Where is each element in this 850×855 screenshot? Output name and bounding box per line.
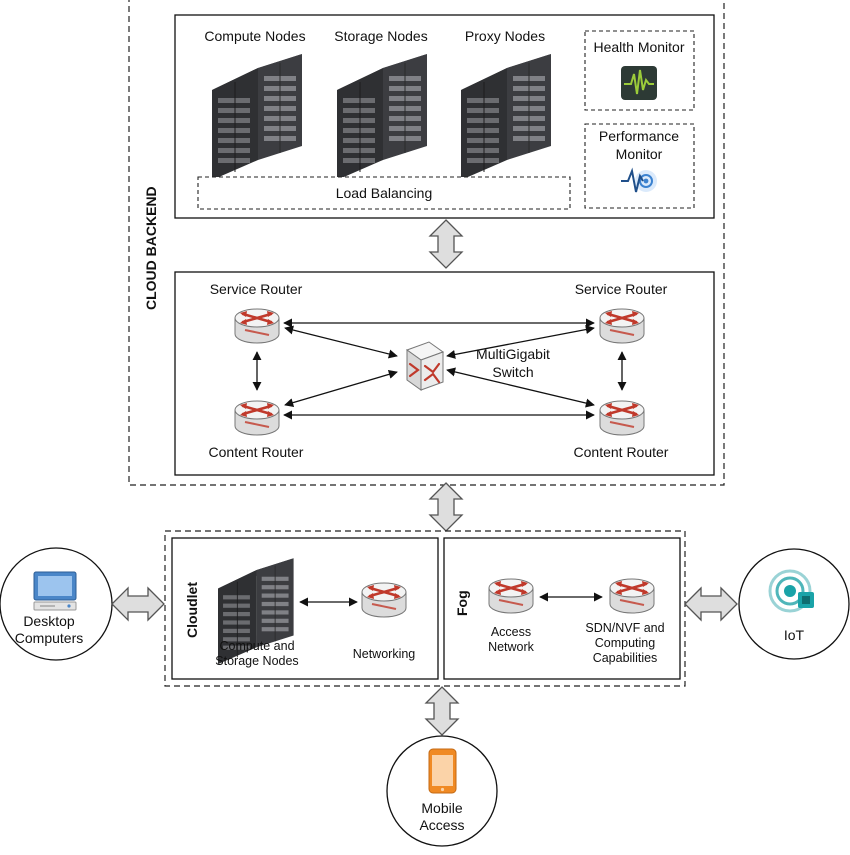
mobile-edge-link-arrow bbox=[425, 686, 459, 736]
cloudlet-title: Cloudlet bbox=[184, 582, 200, 638]
router-connections bbox=[252, 318, 627, 420]
cloudlet-nodes-label-1: Compute and bbox=[219, 639, 294, 653]
cloudlet-networking-label: Networking bbox=[353, 647, 416, 661]
desktop-computer-icon bbox=[33, 571, 77, 611]
iot-sensor-icon bbox=[768, 569, 814, 613]
cloud-backend-title: CLOUD BACKEND bbox=[143, 186, 159, 310]
iot-edge-link-arrow bbox=[684, 587, 738, 621]
health-monitor-icon bbox=[621, 66, 657, 100]
content-router-right-label: Content Router bbox=[574, 444, 669, 460]
cloud-edge-link-arrow bbox=[429, 482, 463, 532]
edge-boundary bbox=[164, 530, 686, 687]
access-network-label-2: Network bbox=[488, 640, 535, 654]
content-router-right-icon bbox=[598, 399, 646, 437]
content-router-left-icon bbox=[233, 399, 281, 437]
service-router-left-label: Service Router bbox=[210, 281, 303, 297]
performance-monitor-label-1: Performance bbox=[599, 128, 679, 144]
compute-nodes-label: Compute Nodes bbox=[204, 28, 305, 44]
iot-label: IoT bbox=[784, 627, 805, 643]
service-router-right-label: Service Router bbox=[575, 281, 668, 297]
cloudlet-nodes-label-2: Storage Nodes bbox=[215, 654, 298, 668]
service-router-left-icon bbox=[233, 307, 281, 345]
sdn-label-3: Capabilities bbox=[593, 651, 658, 665]
desktop-label-1: Desktop bbox=[23, 613, 75, 629]
load-balancing-label: Load Balancing bbox=[336, 185, 433, 201]
cloudlet-router-icon bbox=[360, 581, 408, 619]
performance-monitor-box bbox=[584, 123, 695, 209]
access-network-label-1: Access bbox=[491, 625, 531, 639]
performance-monitor-label-2: Monitor bbox=[616, 146, 663, 162]
multigigabit-switch-icon bbox=[405, 340, 445, 392]
content-router-left-label: Content Router bbox=[209, 444, 304, 460]
sdn-label-2: Computing bbox=[595, 636, 655, 650]
sdn-router-icon bbox=[608, 577, 656, 615]
service-router-right-icon bbox=[598, 307, 646, 345]
load-balancing-box bbox=[197, 176, 571, 210]
desktop-label-2: Computers bbox=[15, 630, 83, 646]
proxy-nodes-label: Proxy Nodes bbox=[465, 28, 545, 44]
performance-monitor-icon bbox=[621, 167, 657, 193]
cloud-backend-boundary bbox=[128, 0, 725, 486]
storage-nodes-label: Storage Nodes bbox=[334, 28, 427, 44]
desktop-edge-link-arrow bbox=[111, 587, 165, 621]
mobile-label-2: Access bbox=[419, 817, 464, 833]
access-network-router-icon bbox=[487, 577, 535, 615]
mobile-label-1: Mobile bbox=[421, 800, 462, 816]
health-monitor-label: Health Monitor bbox=[593, 39, 684, 55]
cluster-router-link-arrow bbox=[429, 219, 463, 269]
switch-label-2: Switch bbox=[492, 364, 533, 380]
fog-title: Fog bbox=[454, 590, 470, 616]
sdn-label-1: SDN/NVF and bbox=[585, 621, 664, 635]
mobile-phone-icon bbox=[428, 748, 457, 794]
